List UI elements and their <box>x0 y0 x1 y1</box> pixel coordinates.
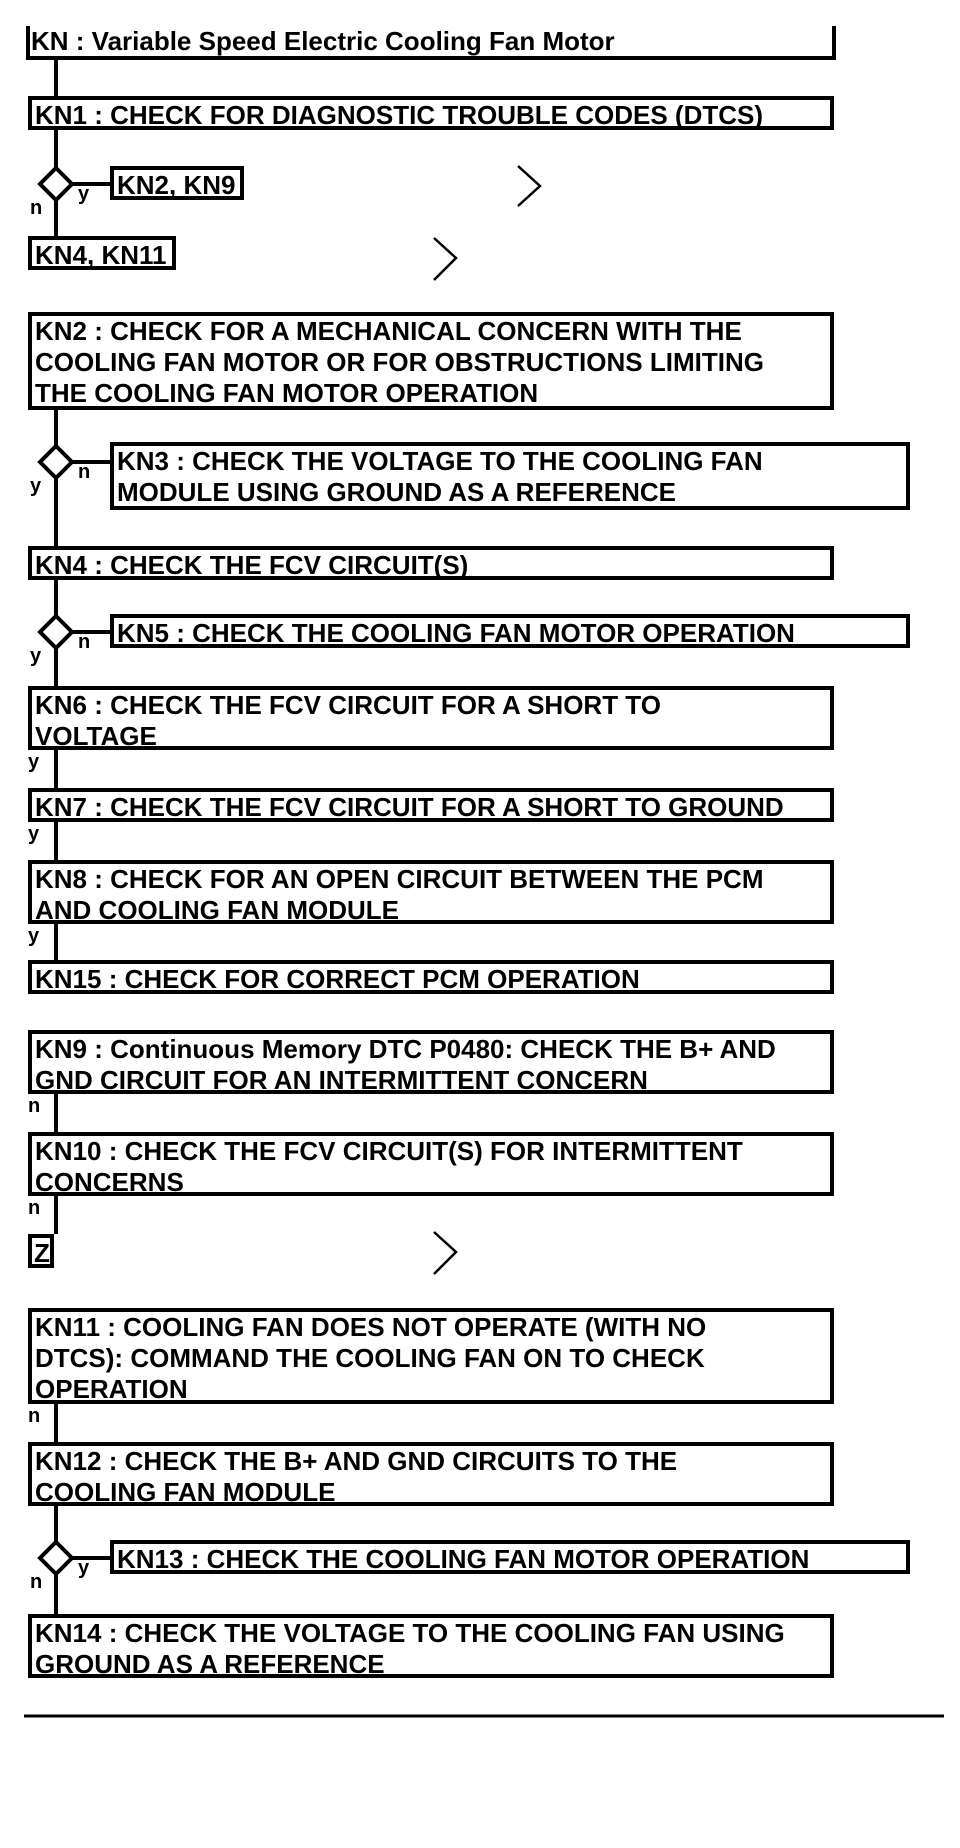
step-kn6-line-1: KN6 : CHECK THE FCV CIRCUIT FOR A SHORT … <box>35 690 661 720</box>
ref-z[interactable]: Z <box>28 1234 54 1268</box>
step-kn8-line-1: KN8 : CHECK FOR AN OPEN CIRCUIT BETWEEN … <box>35 864 764 894</box>
step-kn2[interactable]: KN2 : CHECK FOR A MECHANICAL CONCERN WIT… <box>28 312 834 410</box>
step-kn12-line-1: KN12 : CHECK THE B+ AND GND CIRCUITS TO … <box>35 1446 678 1476</box>
step-kn5-line-1: KN5 : CHECK THE COOLING FAN MOTOR OPERAT… <box>117 618 795 648</box>
ref-kn4-kn11[interactable]: KN4, KN11 <box>28 236 176 270</box>
step-kn8[interactable]: KN8 : CHECK FOR AN OPEN CIRCUIT BETWEEN … <box>28 860 834 924</box>
branch-label-yes-kn8: y <box>28 925 40 947</box>
step-kn11-line-2: DTCS): COMMAND THE COOLING FAN ON TO CHE… <box>35 1343 705 1373</box>
branch-label-no-kn11: n <box>28 1405 41 1427</box>
step-kn14-line-2: GROUND AS A REFERENCE <box>35 1649 385 1678</box>
branch-label-no-decision3: n <box>78 631 91 653</box>
step-kn4-line-1: KN4 : CHECK THE FCV CIRCUIT(S) <box>35 550 469 580</box>
step-kn2-line-3: THE COOLING FAN MOTOR OPERATION <box>35 378 539 408</box>
ref-z-text: Z <box>34 1238 50 1268</box>
branch-label-yes-decision2: y <box>30 475 42 497</box>
branch-label-no-decision4: n <box>30 1571 43 1593</box>
branch-label-yes-decision1: y <box>78 183 90 205</box>
step-kn10-line-2: CONCERNS <box>35 1167 184 1196</box>
step-kn6-line-2: VOLTAGE <box>35 721 157 750</box>
title-box-border <box>26 26 836 60</box>
continuation-chevron-1 <box>517 165 542 207</box>
step-kn7-line-1: KN7 : CHECK THE FCV CIRCUIT FOR A SHORT … <box>35 792 784 822</box>
step-kn12-line-2: COOLING FAN MODULE <box>35 1477 336 1506</box>
step-kn11-line-1: KN11 : COOLING FAN DOES NOT OPERATE (WIT… <box>35 1312 707 1342</box>
decision-diamond-2 <box>37 443 75 481</box>
chart-title-line-1: KN : Variable Speed Electric Cooling Fan… <box>31 26 615 56</box>
chart-title: KN : Variable Speed Electric Cooling Fan… <box>28 26 834 58</box>
step-kn9-line-2: GND CIRCUIT FOR AN INTERMITTENT CONCERN <box>35 1065 648 1094</box>
step-kn2-line-2: COOLING FAN MOTOR OR FOR OBSTRUCTIONS LI… <box>35 347 764 377</box>
decision-diamond-1 <box>37 165 75 203</box>
decision-diamond-3 <box>37 613 75 651</box>
step-kn3[interactable]: KN3 : CHECK THE VOLTAGE TO THE COOLING F… <box>110 442 910 510</box>
step-kn13[interactable]: KN13 : CHECK THE COOLING FAN MOTOR OPERA… <box>110 1540 910 1574</box>
step-kn4[interactable]: KN4 : CHECK THE FCV CIRCUIT(S) <box>28 546 834 580</box>
step-kn11-line-3: OPERATION <box>35 1374 188 1404</box>
step-kn10-line-1: KN10 : CHECK THE FCV CIRCUIT(S) FOR INTE… <box>35 1136 743 1166</box>
branch-label-yes-kn6: y <box>28 751 40 773</box>
branch-label-no-kn9: n <box>28 1095 41 1117</box>
step-kn9-line-1: KN9 : Continuous Memory DTC P0480: CHECK… <box>35 1034 776 1064</box>
continuation-chevron-2 <box>433 237 458 281</box>
step-kn10[interactable]: KN10 : CHECK THE FCV CIRCUIT(S) FOR INTE… <box>28 1132 834 1196</box>
step-kn3-line-2: MODULE USING GROUND AS A REFERENCE <box>117 477 677 507</box>
step-kn3-line-1: KN3 : CHECK THE VOLTAGE TO THE COOLING F… <box>117 446 763 476</box>
step-kn2-line-1: KN2 : CHECK FOR A MECHANICAL CONCERN WIT… <box>35 316 742 346</box>
ref-kn4-kn11-text: KN4, KN11 <box>35 240 167 270</box>
ref-kn2-kn9-text: KN2, KN9 <box>117 170 236 200</box>
branch-label-yes-decision4: y <box>78 1557 90 1579</box>
branch-label-no-decision2: n <box>78 461 91 483</box>
branch-label-yes-decision3: y <box>30 645 42 667</box>
step-kn15-line-1: KN15 : CHECK FOR CORRECT PCM OPERATION <box>35 964 640 994</box>
branch-label-yes-kn7: y <box>28 823 40 845</box>
step-kn7[interactable]: KN7 : CHECK THE FCV CIRCUIT FOR A SHORT … <box>28 788 834 822</box>
step-kn13-line-1: KN13 : CHECK THE COOLING FAN MOTOR OPERA… <box>117 1544 810 1574</box>
step-kn11[interactable]: KN11 : COOLING FAN DOES NOT OPERATE (WIT… <box>28 1308 834 1404</box>
step-kn5[interactable]: KN5 : CHECK THE COOLING FAN MOTOR OPERAT… <box>110 614 910 648</box>
ref-kn2-kn9[interactable]: KN2, KN9 <box>110 166 244 200</box>
step-kn1[interactable]: KN1 : CHECK FOR DIAGNOSTIC TROUBLE CODES… <box>28 96 834 130</box>
step-kn14-line-1: KN14 : CHECK THE VOLTAGE TO THE COOLING … <box>35 1618 785 1648</box>
step-kn6[interactable]: KN6 : CHECK THE FCV CIRCUIT FOR A SHORT … <box>28 686 834 750</box>
step-kn14[interactable]: KN14 : CHECK THE VOLTAGE TO THE COOLING … <box>28 1614 834 1678</box>
step-kn12[interactable]: KN12 : CHECK THE B+ AND GND CIRCUITS TO … <box>28 1442 834 1506</box>
step-kn8-line-2: AND COOLING FAN MODULE <box>35 895 399 924</box>
branch-label-no-decision1: n <box>30 197 43 219</box>
step-kn15[interactable]: KN15 : CHECK FOR CORRECT PCM OPERATION <box>28 960 834 994</box>
step-kn1-line-1: KN1 : CHECK FOR DIAGNOSTIC TROUBLE CODES… <box>35 100 763 130</box>
continuation-chevron-3 <box>433 1231 458 1275</box>
decision-diamond-4 <box>37 1539 75 1577</box>
step-kn9[interactable]: KN9 : Continuous Memory DTC P0480: CHECK… <box>28 1030 834 1094</box>
branch-label-no-kn10: n <box>28 1197 41 1219</box>
